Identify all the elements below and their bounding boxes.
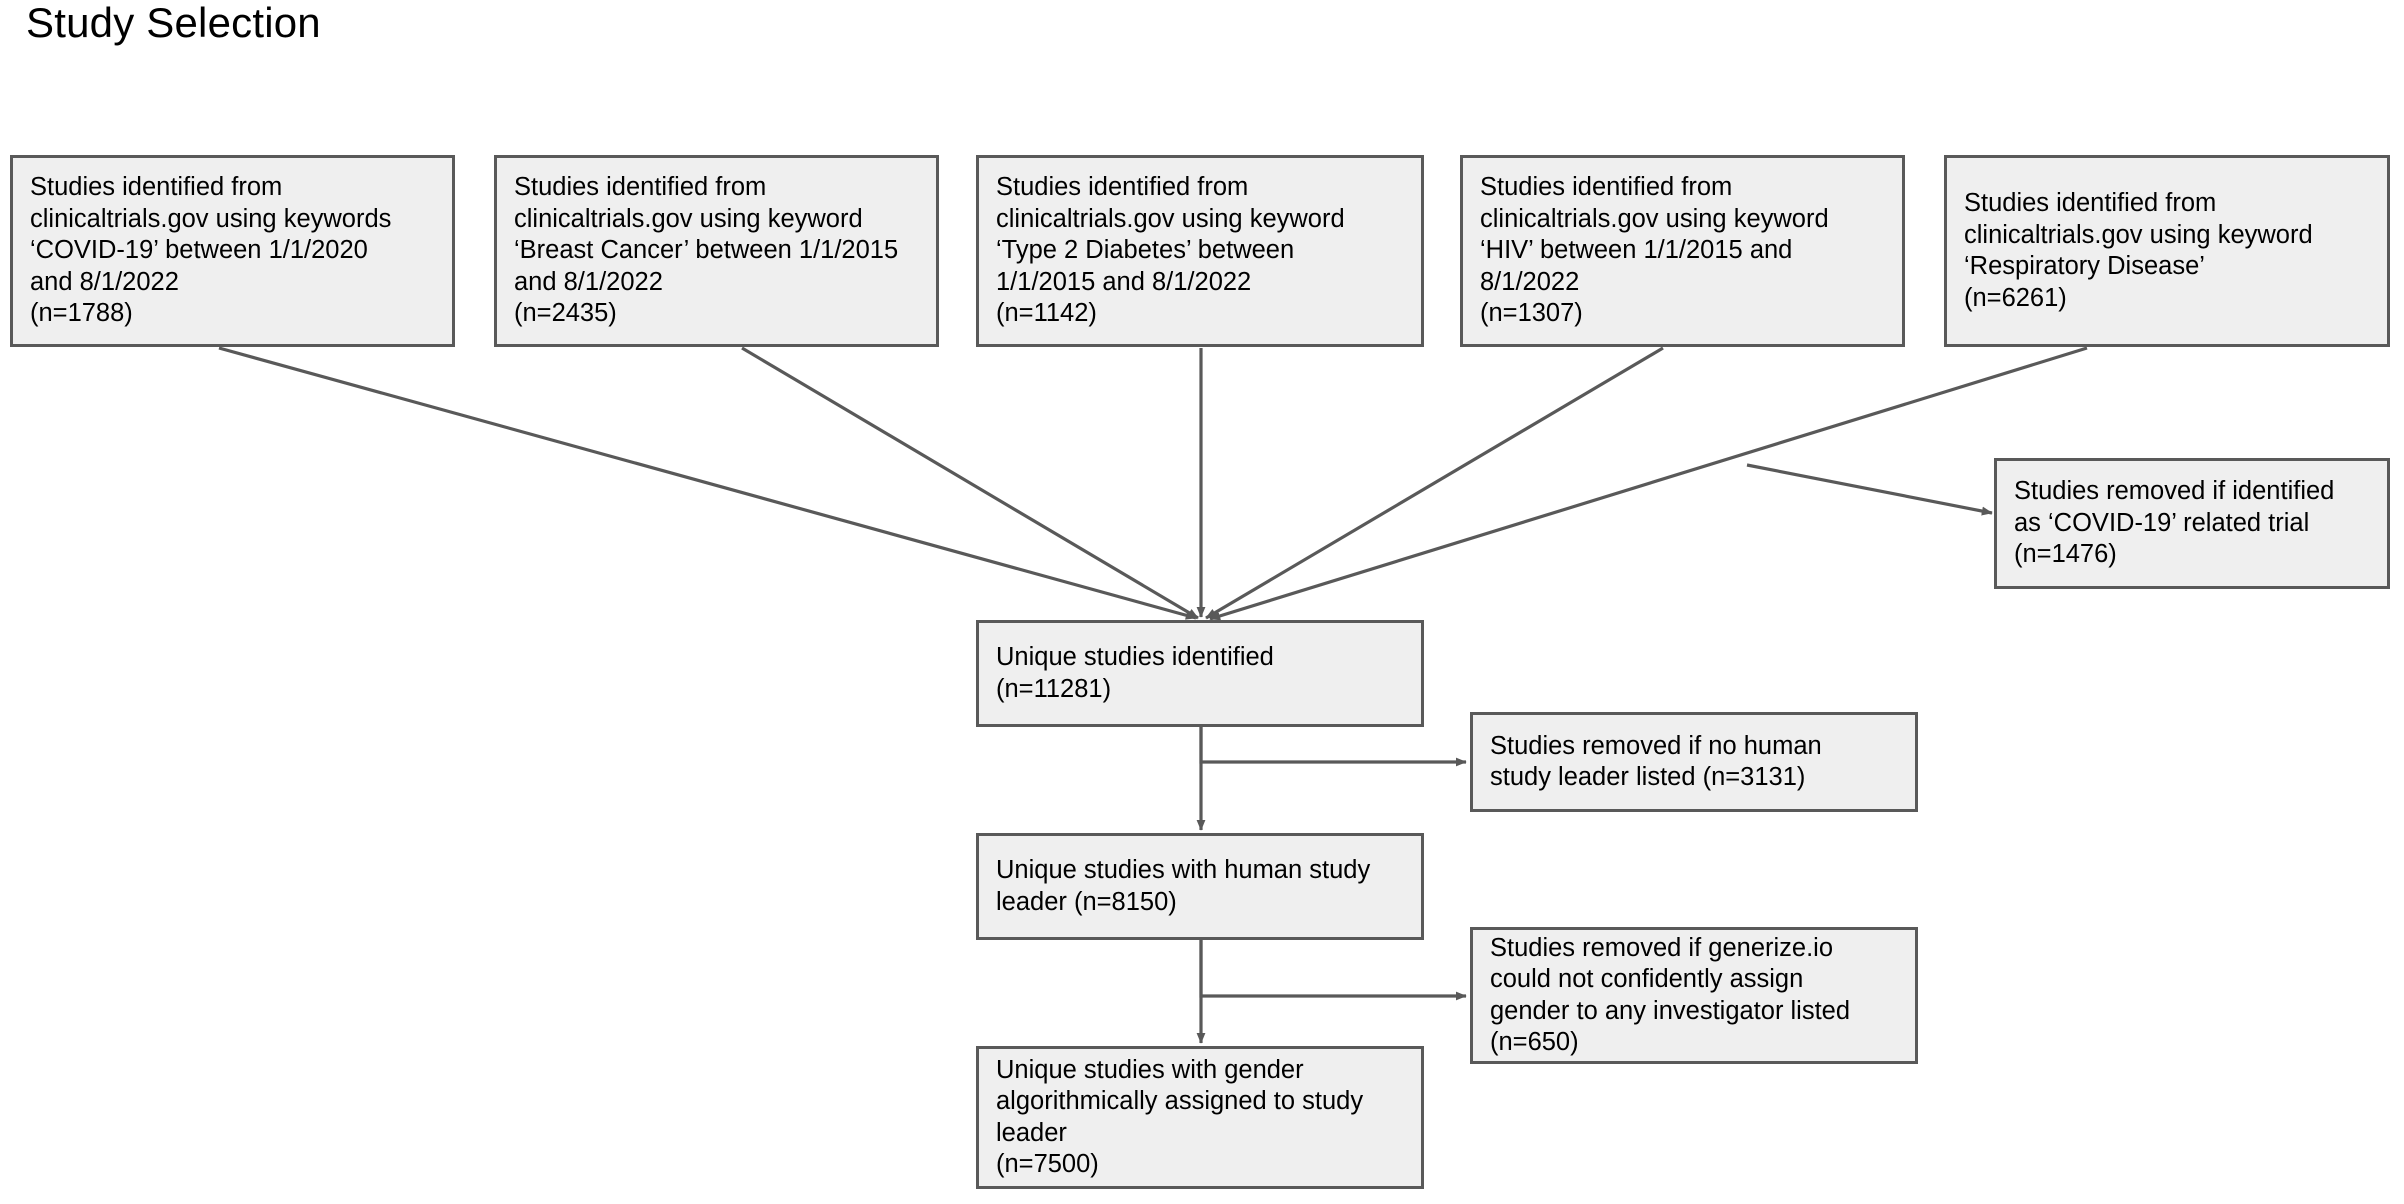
edge-human-leader-to-removed-no-gender (1199, 940, 1467, 1001)
node-unique-gender-assigned-label: Unique studies with gender algorithmical… (996, 1055, 1364, 1179)
node-unique-gender-assigned[interactable]: Unique studies with gender algorithmical… (976, 1046, 1424, 1189)
edge-covid-to-unique (218, 346, 1197, 620)
node-src-covid[interactable]: Studies identified from clinicaltrials.g… (10, 155, 455, 347)
edge-respiratory-to-removed-covid (1746, 463, 1993, 516)
node-src-respiratory[interactable]: Studies identified from clinicaltrials.g… (1944, 155, 2390, 347)
node-src-respiratory-label: Studies identified from clinicaltrials.g… (1964, 189, 2313, 312)
node-removed-no-leader[interactable]: Studies removed if no human study leader… (1470, 712, 1918, 812)
edge-hiv-to-unique (1205, 346, 1664, 620)
node-src-breast[interactable]: Studies identified from clinicaltrials.g… (494, 155, 939, 347)
node-removed-covid-label: Studies removed if identified as ‘COVID-… (2014, 477, 2335, 569)
node-src-covid-label: Studies identified from clinicaltrials.g… (30, 173, 392, 328)
node-removed-no-gender-label: Studies removed if generize.io could not… (1490, 933, 1851, 1057)
edge-unique-to-removed-no-leader (1199, 727, 1467, 767)
node-src-hiv[interactable]: Studies identified from clinicaltrials.g… (1460, 155, 1905, 347)
node-unique-human-leader[interactable]: Unique studies with human study leader (… (976, 833, 1424, 940)
node-unique-identified-label: Unique studies identified (n=11281) (996, 643, 1274, 703)
node-src-breast-label: Studies identified from clinicaltrials.g… (514, 173, 899, 328)
node-src-diabetes-label: Studies identified from clinicaltrials.g… (996, 173, 1345, 328)
edge-respiratory-to-unique (1209, 346, 2088, 621)
node-unique-human-leader-label: Unique studies with human study leader (… (996, 856, 1371, 916)
node-src-hiv-label: Studies identified from clinicaltrials.g… (1480, 173, 1829, 328)
page-title: Study Selection (26, 0, 321, 46)
node-removed-covid[interactable]: Studies removed if identified as ‘COVID-… (1994, 458, 2390, 589)
node-src-diabetes[interactable]: Studies identified from clinicaltrials.g… (976, 155, 1424, 347)
node-unique-identified[interactable]: Unique studies identified (n=11281) (976, 620, 1424, 727)
edge-breast-to-unique (741, 346, 1199, 620)
node-removed-no-leader-label: Studies removed if no human study leader… (1490, 731, 1822, 792)
node-removed-no-gender[interactable]: Studies removed if generize.io could not… (1470, 927, 1918, 1064)
